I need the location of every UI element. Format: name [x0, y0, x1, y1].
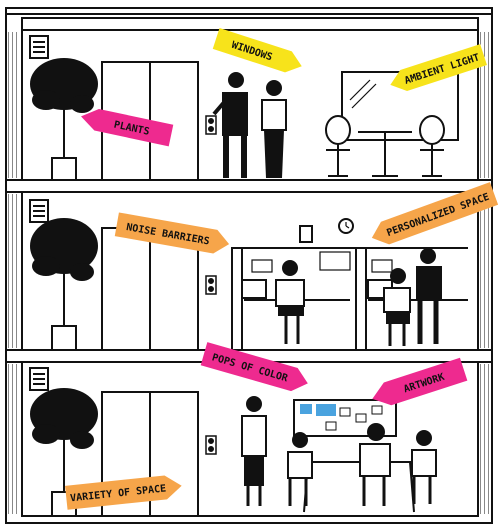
vent-icon [30, 368, 48, 390]
person-icon [214, 72, 248, 178]
vent-icon [30, 200, 48, 222]
person-icon [276, 260, 304, 344]
plants [30, 58, 98, 516]
cafe-table-set [326, 116, 444, 176]
tag-windows: WINDOWS [213, 28, 305, 77]
slab-1 [6, 180, 492, 192]
person-icon [242, 396, 266, 506]
vent-icon [30, 36, 48, 58]
person-icon [412, 430, 436, 504]
tag-ambient-light: AMBIENT LIGHT [387, 44, 487, 95]
person-icon [288, 432, 312, 506]
people-standing [214, 72, 286, 178]
plant-icon [30, 218, 98, 350]
tag-artwork: ARTWORK [369, 358, 468, 410]
person-icon [262, 80, 286, 178]
person-icon [416, 248, 442, 344]
